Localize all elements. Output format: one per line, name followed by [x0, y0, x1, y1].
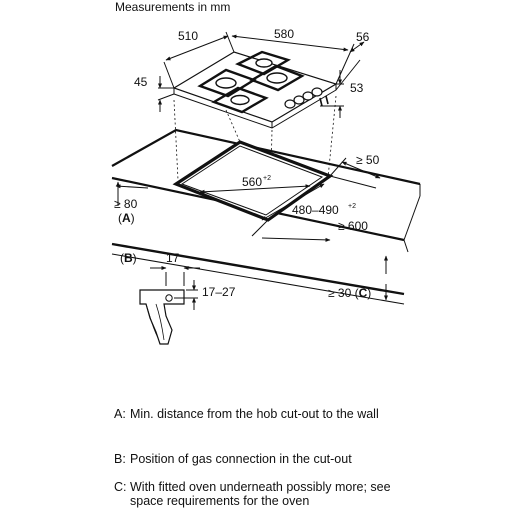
marker-a: (A): [118, 211, 135, 225]
dim-gas-17: 17: [166, 251, 180, 265]
legend-key-a: A:: [114, 407, 126, 421]
legend-key-c: C:: [114, 480, 127, 494]
dim-min-50: ≥ 50: [356, 153, 380, 167]
dim-min-600: ≥ 600: [338, 219, 368, 233]
dim-580: 580: [274, 27, 294, 41]
legend-text-b: Position of gas connection in the cut-ou…: [130, 452, 352, 466]
worktop-dimension-lines: [115, 161, 388, 301]
dim-gas-17-27: 17–27: [202, 285, 236, 299]
dim-min-80: ≥ 80: [114, 197, 138, 211]
marker-b: (B): [120, 251, 137, 265]
dim-560-tolerance: +2: [263, 175, 271, 182]
dim-53: 53: [350, 81, 364, 95]
dim-56: 56: [356, 30, 370, 44]
marker-c: C: [359, 286, 368, 300]
dim-480-490: 480–490: [292, 203, 339, 217]
gas-connection-detail: [139, 272, 198, 345]
dim-560: 560: [242, 175, 262, 189]
dim-min-30: ≥ 30 (C): [328, 286, 371, 300]
legend-text-c: With fitted oven underneath possibly mor…: [130, 480, 391, 508]
dim-510: 510: [178, 29, 198, 43]
dim-480-490-tolerance: +2: [348, 203, 356, 210]
gas-dimension-lines: [150, 266, 200, 310]
hob-drawing: [157, 31, 361, 129]
legend-key-b: B:: [114, 452, 126, 466]
measurements-title: Measurements in mm: [115, 0, 230, 14]
hob-dimension-lines: [158, 34, 365, 118]
legend-text-a: Min. distance from the hob cut-out to th…: [130, 407, 379, 421]
dim-45: 45: [134, 75, 148, 89]
installation-diagram: Measurements in mm: [111, 0, 421, 345]
